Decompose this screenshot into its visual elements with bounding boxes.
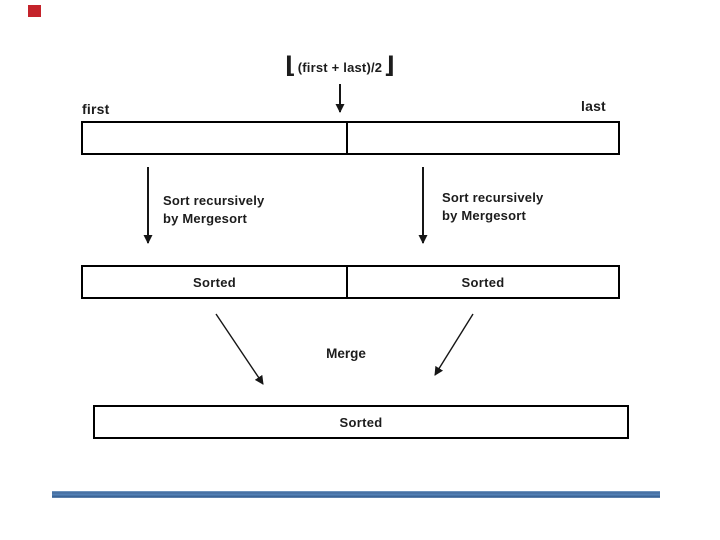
floor-left-bracket: ⌊ xyxy=(285,52,296,79)
slide-corner-marker xyxy=(28,5,41,17)
midpoint-formula: ⌊ (first + last)/2 ⌋ xyxy=(270,52,410,82)
left-recursion-note: Sort recursively by Mergesort xyxy=(163,192,264,228)
left-recursion-note-line1: Sort recursively xyxy=(163,193,265,208)
right-merge-arrow xyxy=(434,313,474,376)
last-index-label: last xyxy=(581,98,606,114)
final-sorted-box: Sorted xyxy=(93,405,629,439)
final-sorted-label: Sorted xyxy=(339,414,383,430)
sorted-halves-box: Sorted Sorted xyxy=(81,265,620,299)
unsorted-array-box xyxy=(81,121,620,155)
first-index-label: first xyxy=(82,101,110,117)
floor-right-bracket: ⌋ xyxy=(384,52,395,79)
bottom-accent-bar xyxy=(52,491,660,498)
sorted-right-half: Sorted xyxy=(461,274,505,290)
unsorted-left-half xyxy=(83,123,348,153)
right-recursion-note-line2: by Mergesort xyxy=(442,208,527,223)
midpoint-expression: (first + last)/2 xyxy=(297,59,383,75)
left-recursion-note-line2: by Mergesort xyxy=(163,211,248,226)
left-merge-arrow xyxy=(215,313,264,385)
right-recursion-note: Sort recursively by Mergesort xyxy=(442,189,543,225)
merge-label: Merge xyxy=(326,346,366,361)
unsorted-right-half xyxy=(348,123,618,153)
sorted-left-half: Sorted xyxy=(83,267,348,297)
right-recursion-note-line1: Sort recursively xyxy=(442,190,544,205)
